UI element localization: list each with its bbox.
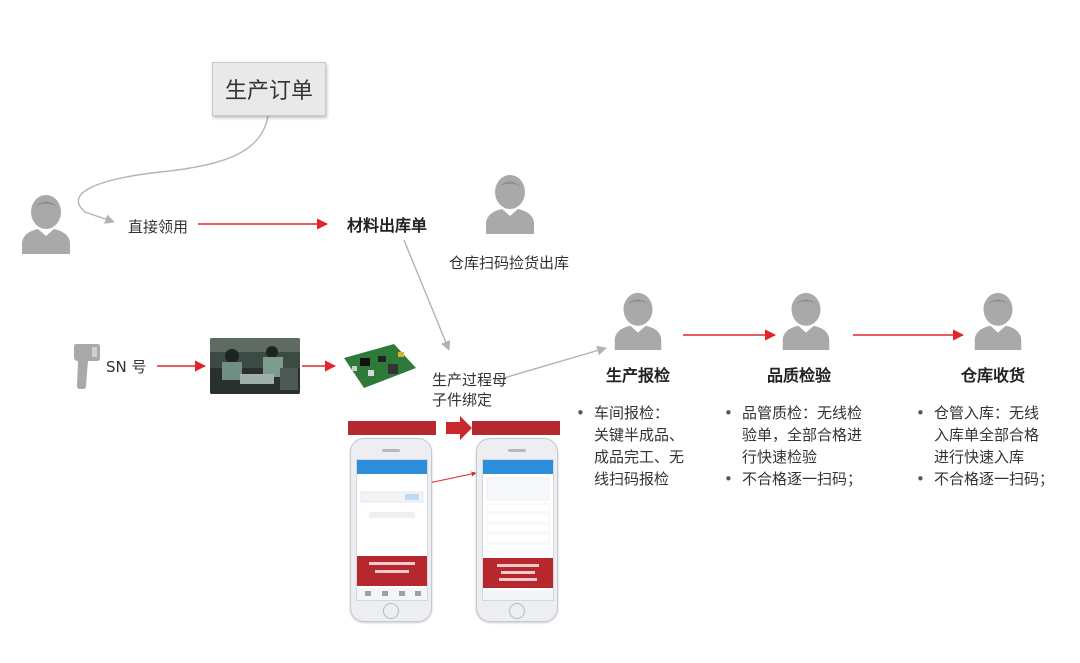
production-report-steps: 车间报检： 关键半成品、 成品完工、无 线扫码报检 xyxy=(572,402,722,490)
phone-speaker xyxy=(382,449,400,452)
production-report-user-icon xyxy=(614,292,662,350)
material-issue-label: 材料出库单 xyxy=(347,216,428,235)
issue-to-binding-arrow xyxy=(403,239,451,351)
scan-banner xyxy=(348,421,436,435)
stage-title-production-report: 生产报检 xyxy=(606,366,671,385)
select-banner xyxy=(472,421,560,435)
warehouse-receipt-steps: 仓管入库：无线 入库单全部合格 进行快速入库 不合格逐一扫码； xyxy=(912,402,1072,490)
circuit-board-photo xyxy=(338,338,420,394)
warehouse-user-icon xyxy=(486,175,534,234)
production-report-step-1: 车间报检： 关键半成品、 成品完工、无 线扫码报检 xyxy=(572,402,722,490)
quality-inspection-steps: 品管质检：无线检 验单，全部合格进 行快速检验 不合格逐一扫码； xyxy=(720,402,900,490)
binding-line-2: 子件绑定 xyxy=(432,391,493,409)
user-silhouette-icon xyxy=(22,195,70,254)
direct-requisition-label: 直接领用 xyxy=(128,218,189,236)
warehouse-receipt-user-icon xyxy=(974,292,1022,350)
phone-home-button xyxy=(383,603,399,619)
phone-screen-scan xyxy=(356,459,428,601)
parent-child-binding-label: 生产过程母 子件绑定 xyxy=(432,370,507,410)
stage-title-quality-inspection: 品质检验 xyxy=(767,366,832,385)
receipt-step-1: 仓管入库：无线 入库单全部合格 进行快速入库 xyxy=(912,402,1072,468)
binding-to-report-arrow xyxy=(496,345,607,381)
production-order-box: 生产订单 xyxy=(212,62,326,116)
barcode-scanner-icon xyxy=(74,344,100,389)
workshop-photo xyxy=(210,338,300,394)
phone-speaker xyxy=(508,449,526,452)
quality-step-1: 品管质检：无线检 验单，全部合格进 行快速检验 xyxy=(720,402,900,468)
quality-user-icon xyxy=(782,292,830,350)
phone-home-button xyxy=(509,603,525,619)
phone-screen-select xyxy=(482,459,554,601)
block-arrow xyxy=(446,416,472,440)
order-to-requisition-curve xyxy=(77,115,269,224)
phone-mockup-select xyxy=(476,438,558,622)
binding-line-1: 生产过程母 xyxy=(432,371,508,389)
phone-mockup-scan xyxy=(350,438,432,622)
production-order-label: 生产订单 xyxy=(224,79,313,104)
quality-step-2: 不合格逐一扫码； xyxy=(720,468,900,490)
warehouse-pick-label: 仓库扫码捡货出库 xyxy=(449,254,570,272)
stage-title-warehouse-receipt: 仓库收货 xyxy=(961,366,1026,385)
sn-number-label: SN 号 xyxy=(106,358,147,376)
receipt-step-2: 不合格逐一扫码； xyxy=(912,468,1072,490)
